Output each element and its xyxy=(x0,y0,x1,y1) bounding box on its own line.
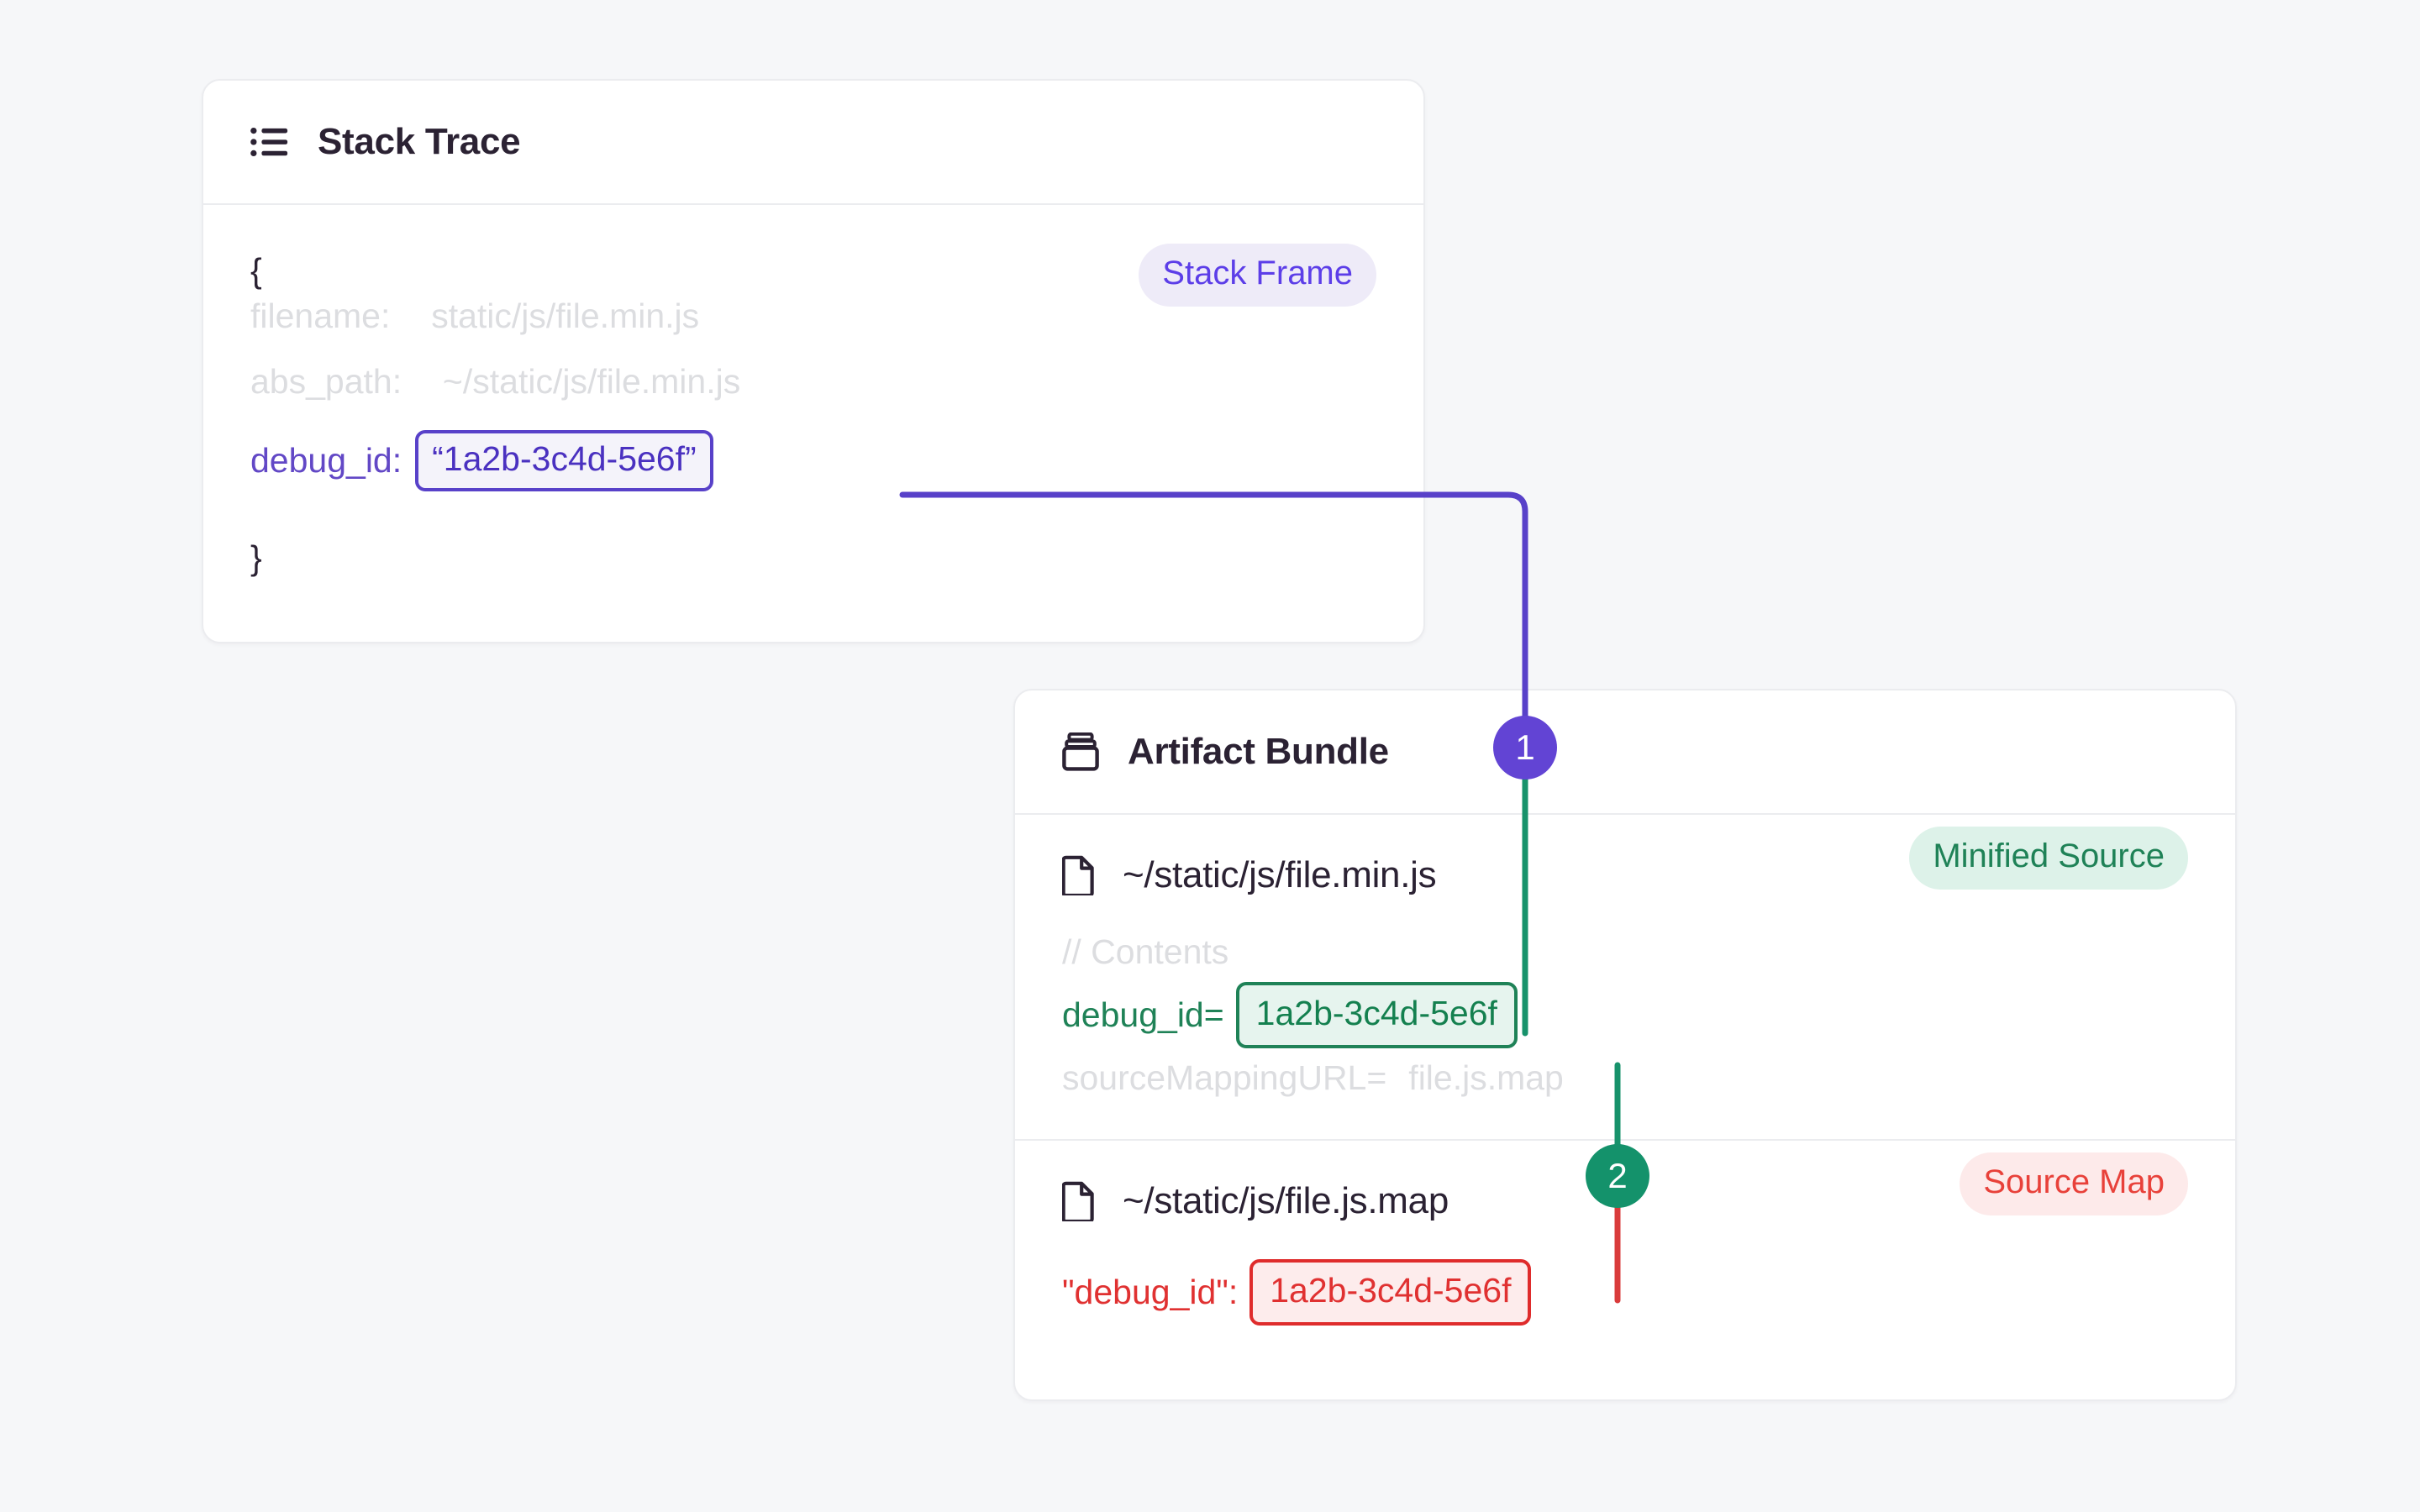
stack-trace-header: Stack Trace xyxy=(203,81,1423,205)
sourcemap-debugid-row: "debug_id": 1a2b-3c4d-5e6f xyxy=(1062,1253,2188,1331)
list-icon xyxy=(250,125,289,159)
filename-value: static/js/file.min.js xyxy=(431,297,700,335)
contents-comment: // Contents xyxy=(1062,932,1229,971)
stack-frame-filename-row: filename: static/js/file.min.js xyxy=(250,299,699,333)
artifact-file-code: // Contents debug_id= 1a2b-3c4d-5e6f sou… xyxy=(1062,927,2188,1102)
minified-source-tag: Minified Source xyxy=(1909,827,2188,890)
json-brace-open: { xyxy=(250,251,262,290)
sourcemap-debugid-value[interactable]: 1a2b-3c4d-5e6f xyxy=(1249,1258,1532,1326)
json-brace-close: } xyxy=(250,538,262,577)
step-badge-2: 2 xyxy=(1586,1144,1649,1208)
artifact-file-name: ~/static/js/file.min.js xyxy=(1123,854,1437,895)
stack-trace-card: Stack Trace Stack Frame { filename: stat… xyxy=(202,79,1425,643)
artifact-file-head: ~/static/js/file.js.map xyxy=(1062,1178,2188,1225)
contents-comment-row: // Contents xyxy=(1062,927,2188,976)
filename-key: filename: xyxy=(250,297,391,335)
sourcemappingurl-key: sourceMappingURL= xyxy=(1062,1058,1387,1097)
step-badge-1: 1 xyxy=(1493,716,1557,780)
minified-debugid-key: debug_id= xyxy=(1062,995,1224,1034)
stack-frame-badge: Stack Frame xyxy=(1139,244,1376,307)
debugid-key: debug_id: xyxy=(250,441,402,480)
artifact-file-code: "debug_id": 1a2b-3c4d-5e6f xyxy=(1062,1253,2188,1331)
artifact-bundle-header: Artifact Bundle xyxy=(1015,690,2235,815)
file-icon xyxy=(1062,1181,1096,1221)
minified-debugid-row: debug_id= 1a2b-3c4d-5e6f xyxy=(1062,976,2188,1053)
artifact-file-head: ~/static/js/file.min.js xyxy=(1062,852,2188,899)
abspath-value: ~/static/js/file.min.js xyxy=(442,362,741,401)
stack-trace-body: Stack Frame { filename: static/js/file.m… xyxy=(203,205,1423,575)
artifact-file-row: Source Map ~/static/js/file.js.map "debu… xyxy=(1015,1139,2235,1368)
stack-trace-title: Stack Trace xyxy=(318,121,521,162)
artifact-file-row: Minified Source ~/static/js/file.min.js … xyxy=(1015,815,2235,1139)
artifact-file-name: ~/static/js/file.js.map xyxy=(1123,1180,1449,1221)
file-icon xyxy=(1062,855,1096,895)
sourcemappingurl-row: sourceMappingURL= file.js.map xyxy=(1062,1053,2188,1102)
abspath-key: abs_path: xyxy=(250,362,402,401)
stack-frame-debugid-value[interactable]: “1a2b-3c4d-5e6f” xyxy=(415,430,713,491)
source-map-tag: Source Map xyxy=(1960,1152,2188,1215)
artifact-bundle-title: Artifact Bundle xyxy=(1128,731,1389,772)
stack-frame-debugid-row: debug_id: “1a2b-3c4d-5e6f” xyxy=(250,430,713,491)
package-icon xyxy=(1062,732,1099,771)
stack-frame-abspath-row: abs_path: ~/static/js/file.min.js xyxy=(250,365,740,399)
minified-debugid-value[interactable]: 1a2b-3c4d-5e6f xyxy=(1235,981,1518,1048)
artifact-bundle-card: Artifact Bundle Minified Source ~/static… xyxy=(1013,689,2237,1401)
sourcemap-debugid-key: "debug_id": xyxy=(1062,1272,1239,1311)
sourcemappingurl-value: file.js.map xyxy=(1408,1058,1564,1097)
